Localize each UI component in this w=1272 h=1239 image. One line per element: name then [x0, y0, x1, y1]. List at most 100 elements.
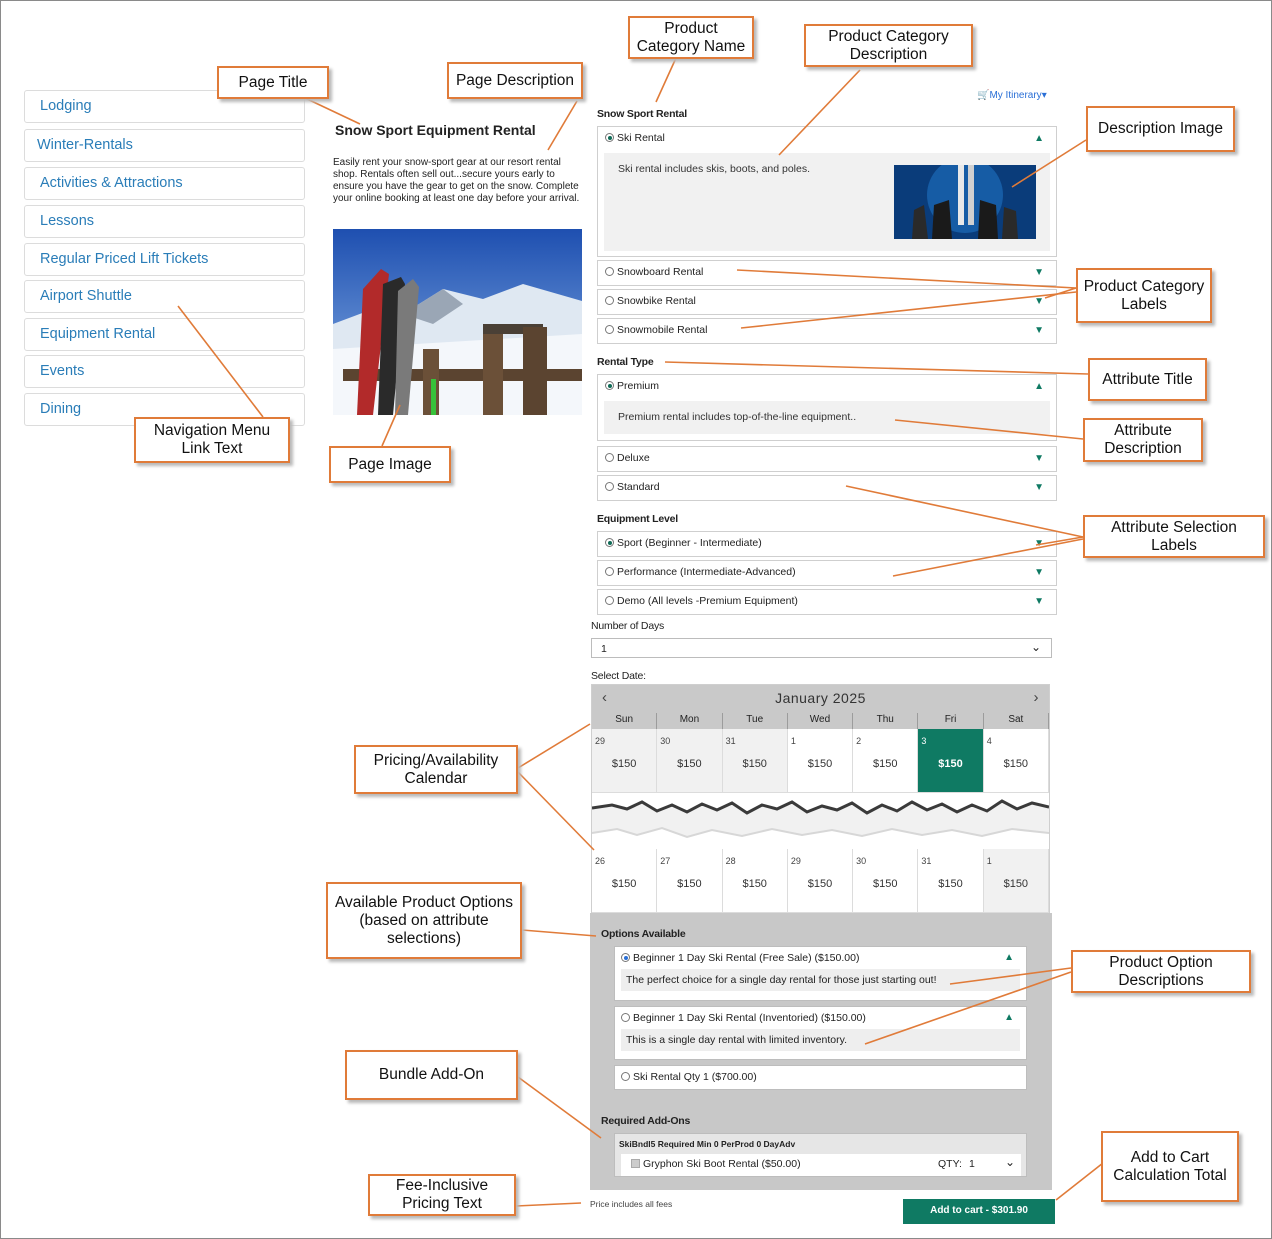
- chevron-up-icon[interactable]: ▲: [1034, 381, 1044, 392]
- equipment-level-option-sport[interactable]: Sport (Beginner - Intermediate)▼: [597, 531, 1057, 557]
- attribute-description: Premium rental includes top-of-the-line …: [604, 401, 1050, 434]
- chevron-down-icon: ⌄: [1004, 1155, 1015, 1169]
- cart-icon: 🛒: [977, 90, 990, 101]
- calendar-day[interactable]: 27$150: [657, 849, 723, 913]
- fee-inclusive-text: Price includes all fees: [590, 1199, 673, 1209]
- callout-available-product-options: Available Product Options (based on attr…: [326, 882, 522, 959]
- chevron-left-icon[interactable]: ‹: [602, 689, 608, 706]
- nav-item-lift-tickets[interactable]: Regular Priced Lift Tickets: [24, 243, 305, 276]
- number-of-days-label: Number of Days: [591, 620, 665, 632]
- pricing-calendar: ‹ January 2025 › Sun Mon Tue Wed Thu Fri…: [591, 684, 1050, 914]
- radio-icon[interactable]: [605, 538, 614, 547]
- rental-type-option-standard[interactable]: Standard▼: [597, 475, 1057, 501]
- qty-label: QTY:: [938, 1158, 962, 1170]
- checkbox-disabled: [631, 1159, 640, 1168]
- product-option-free-sale[interactable]: Beginner 1 Day Ski Rental (Free Sale) ($…: [614, 946, 1027, 1001]
- category-option-snowboard[interactable]: Snowboard Rental▼: [597, 260, 1057, 286]
- calendar-day[interactable]: 30$150: [657, 729, 723, 793]
- qty-select[interactable]: 1⌄: [965, 1155, 1021, 1173]
- radio-icon[interactable]: [605, 596, 614, 605]
- chevron-down-icon[interactable]: ▼: [1034, 267, 1044, 278]
- equipment-level-option-performance[interactable]: Performance (Intermediate-Advanced)▼: [597, 560, 1057, 586]
- calendar-day[interactable]: 31$150: [918, 849, 984, 913]
- nav-item-events[interactable]: Events: [24, 355, 305, 388]
- calendar-day[interactable]: 26$150: [592, 849, 658, 913]
- calendar-month: January 2025: [775, 690, 866, 706]
- my-itinerary-link[interactable]: 🛒My Itinerary▾: [977, 90, 1047, 101]
- rental-type-label: Premium: [617, 380, 660, 392]
- nav-item-lessons[interactable]: Lessons: [24, 205, 305, 238]
- calendar-day[interactable]: 1$150: [983, 849, 1049, 913]
- chevron-up-icon[interactable]: ▲: [1004, 952, 1014, 963]
- calendar-weekdays: Sun Mon Tue Wed Thu Fri Sat: [592, 713, 1049, 729]
- radio-icon[interactable]: [605, 296, 614, 305]
- radio-icon[interactable]: [621, 1013, 630, 1022]
- callout-page-image: Page Image: [329, 446, 451, 483]
- weekday: Mon: [657, 713, 722, 729]
- radio-icon[interactable]: [621, 953, 630, 962]
- callout-product-category-labels: Product Category Labels: [1076, 268, 1212, 323]
- calendar-day[interactable]: 2$150: [853, 729, 919, 793]
- chevron-down-icon[interactable]: ▼: [1034, 567, 1044, 578]
- equipment-level-option-demo[interactable]: Demo (All levels -Premium Equipment) ▼: [597, 589, 1057, 615]
- callout-fee-inclusive-pricing-text: Fee-Inclusive Pricing Text: [368, 1174, 516, 1216]
- equipment-level-label: Demo (All levels -Premium Equipment): [617, 595, 798, 607]
- category-description: Ski rental includes skis, boots, and pol…: [618, 163, 811, 175]
- chevron-down-icon[interactable]: ▼: [1034, 296, 1044, 307]
- radio-icon[interactable]: [605, 381, 614, 390]
- radio-icon[interactable]: [605, 133, 614, 142]
- radio-icon[interactable]: [605, 567, 614, 576]
- radio-icon[interactable]: [605, 267, 614, 276]
- calendar-day[interactable]: 29$150: [787, 849, 854, 913]
- nav-item-airport-shuttle[interactable]: Airport Shuttle: [24, 280, 305, 313]
- calendar-day[interactable]: 30$150: [853, 849, 919, 913]
- callout-page-description: Page Description: [447, 62, 583, 99]
- calendar-day[interactable]: 28$150: [722, 849, 788, 913]
- product-option-description: This is a single day rental with limited…: [621, 1029, 1020, 1051]
- attribute-title-equipment-level: Equipment Level: [597, 513, 679, 525]
- chevron-down-icon[interactable]: ▼: [1034, 325, 1044, 336]
- number-of-days-select[interactable]: 1 ⌄: [591, 638, 1052, 658]
- radio-icon[interactable]: [621, 1072, 630, 1081]
- category-option-ski-rental[interactable]: Ski Rental ▲ Ski rental includes skis, b…: [597, 126, 1057, 257]
- callout-product-category-name: Product Category Name: [628, 16, 754, 59]
- category-option-snowmobile[interactable]: Snowmobile Rental▼: [597, 318, 1057, 344]
- callout-bundle-add-on: Bundle Add-On: [345, 1050, 518, 1100]
- callout-product-option-descriptions: Product Option Descriptions: [1071, 950, 1251, 993]
- category-label: Ski Rental: [617, 132, 665, 144]
- addon-item-label: Gryphon Ski Boot Rental ($50.00): [643, 1158, 801, 1170]
- callout-product-category-description: Product Category Description: [804, 24, 973, 67]
- rental-type-option-deluxe[interactable]: Deluxe▼: [597, 446, 1057, 472]
- radio-icon[interactable]: [605, 325, 614, 334]
- chevron-down-icon[interactable]: ▼: [1034, 453, 1044, 464]
- nav-item-activities[interactable]: Activities & Attractions: [24, 167, 305, 200]
- calendar-day[interactable]: 1$150: [787, 729, 854, 793]
- calendar-day[interactable]: 29$150: [592, 729, 658, 793]
- product-option-inventoried[interactable]: Beginner 1 Day Ski Rental (Inventoried) …: [614, 1006, 1027, 1060]
- add-to-cart-button[interactable]: Add to cart - $301.90: [903, 1199, 1055, 1224]
- rental-type-option-premium[interactable]: Premium ▲ Premium rental includes top-of-…: [597, 374, 1057, 441]
- category-option-snowbike[interactable]: Snowbike Rental▼: [597, 289, 1057, 315]
- weekday: Thu: [853, 713, 918, 729]
- chevron-up-icon[interactable]: ▲: [1004, 1012, 1014, 1023]
- radio-icon[interactable]: [605, 453, 614, 462]
- bundle-addon-item: Gryphon Ski Boot Rental ($50.00) QTY: 1⌄: [621, 1154, 1021, 1176]
- chevron-down-icon[interactable]: ▼: [1034, 482, 1044, 493]
- caret-down-icon: ▾: [1041, 90, 1047, 101]
- page-title: Snow Sport Equipment Rental: [335, 122, 536, 138]
- chevron-up-icon[interactable]: ▲: [1034, 133, 1044, 144]
- radio-icon[interactable]: [605, 482, 614, 491]
- bundle-name: SkiBndl5 Required Min 0 PerProd 0 DayAdv: [619, 1139, 796, 1149]
- calendar-day[interactable]: 31$150: [722, 729, 788, 793]
- callout-add-to-cart-calculation-total: Add to Cart Calculation Total: [1101, 1131, 1239, 1202]
- chevron-down-icon[interactable]: ▼: [1034, 596, 1044, 607]
- nav-item-equipment-rental[interactable]: Equipment Rental: [24, 318, 305, 351]
- chevron-right-icon[interactable]: ›: [1033, 689, 1039, 706]
- chevron-down-icon[interactable]: ▼: [1034, 538, 1044, 549]
- nav-item-winter-rentals[interactable]: Winter-Rentals: [24, 129, 305, 162]
- calendar-day[interactable]: 4$150: [983, 729, 1049, 793]
- bundle-addon-box: SkiBndl5 Required Min 0 PerProd 0 DayAdv…: [614, 1133, 1027, 1177]
- product-option-ski-rental-qty[interactable]: Ski Rental Qty 1 ($700.00): [614, 1065, 1027, 1090]
- calendar-day-selected[interactable]: 3$150: [918, 729, 984, 793]
